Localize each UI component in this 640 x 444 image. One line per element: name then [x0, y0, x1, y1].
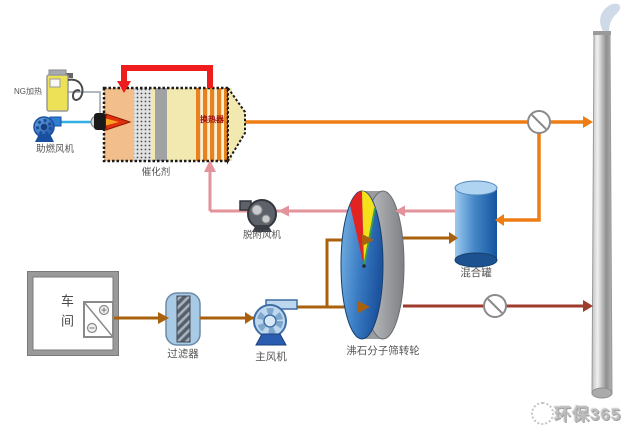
- rotary-wheel-icon: [340, 190, 405, 340]
- wheel-cooling-sector: [362, 191, 375, 266]
- pipe-arrow: [158, 312, 169, 324]
- combustion-fan-icon: [33, 116, 62, 142]
- workshop-label: 车间: [58, 294, 74, 334]
- workshop-box: [27, 271, 119, 356]
- watermark-text: 环保365: [554, 405, 622, 424]
- ng-supply-line: [68, 91, 101, 113]
- hot-gas-pipe: [245, 120, 583, 222]
- pipe-arrow: [583, 300, 593, 312]
- watermark-emblem-icon: [531, 402, 554, 425]
- ng-pump-icon: [46, 69, 84, 112]
- smoke-icon: [600, 3, 621, 32]
- heat-exchanger-section: [196, 88, 228, 161]
- mixing-tank-label: 混合罐: [460, 267, 492, 279]
- pipe-arrow: [395, 205, 405, 217]
- rotary-wheel-label: 沸石分子筛转轮: [346, 345, 420, 357]
- pipe-arrow: [495, 214, 504, 226]
- pipe-arrow: [278, 205, 289, 217]
- pipe-arrow: [117, 81, 131, 93]
- valve-icon: [527, 110, 551, 134]
- catalyst-label: 催化剂: [141, 167, 171, 178]
- heat-exchanger-label: 换热器: [200, 115, 224, 124]
- desorption-fan-label: 脱附风机: [242, 230, 281, 241]
- damper-icon: [83, 301, 114, 338]
- process-air-pipe: [114, 305, 360, 320]
- flame-inner-icon: [106, 118, 119, 126]
- pipe-arrow: [245, 312, 254, 324]
- filter-label: 过滤器: [167, 348, 199, 360]
- stack-icon: [591, 3, 621, 399]
- main-fan-icon: [253, 299, 298, 346]
- filter-icon: [165, 292, 201, 346]
- burner-icon: [94, 113, 106, 130]
- desorption-fan-icon: [239, 199, 277, 232]
- pipe-arrow: [449, 232, 458, 244]
- pipe-arrow: [583, 116, 593, 128]
- wheel-desorption-sector: [350, 191, 364, 266]
- ng-heater-label: NG加热: [14, 87, 42, 96]
- pipe-arrow: [358, 301, 370, 313]
- main-fan-label: 主风机: [255, 351, 287, 363]
- oxidizer-vessel: [90, 84, 246, 165]
- pipe-arrow: [362, 234, 374, 246]
- valve-icon: [483, 294, 507, 318]
- desorption-pipe-arrow: [204, 160, 216, 172]
- recirculation-pipe: [117, 65, 213, 93]
- mixing-tank-icon: [454, 180, 498, 268]
- combustion-fan-label: 助燃风机: [35, 144, 74, 155]
